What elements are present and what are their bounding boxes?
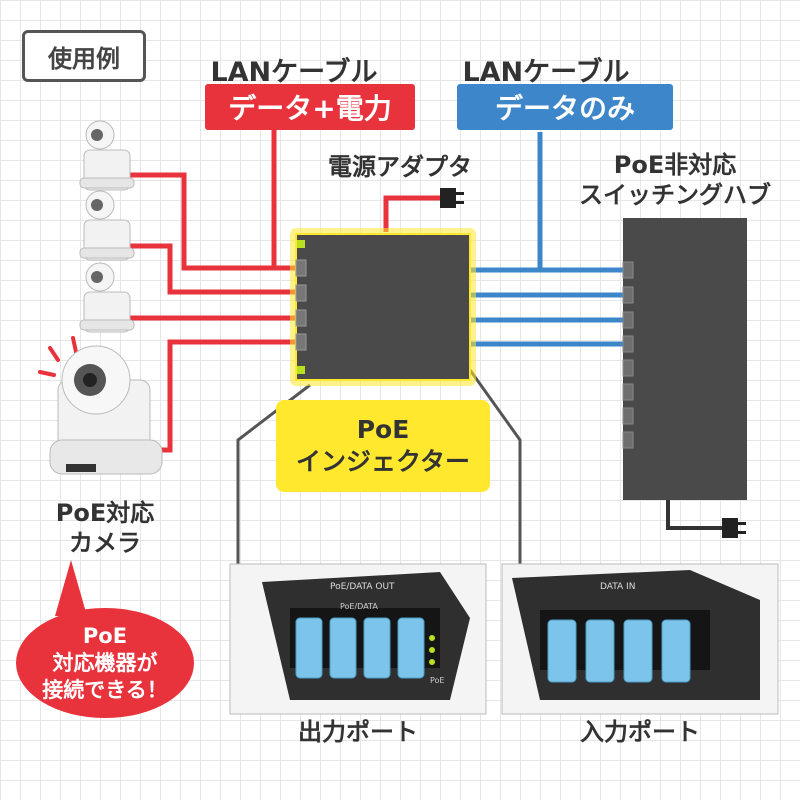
- left-cable-badge: データ+電力: [205, 84, 415, 130]
- hub-power-cord: [666, 500, 722, 530]
- camera-label-line1: PoE対応: [55, 499, 155, 527]
- camera-icon: [38, 336, 163, 475]
- injector-ports: [295, 259, 307, 351]
- bubble-tail: [55, 560, 87, 616]
- example-tag: 使用例: [22, 30, 146, 82]
- switch-label-line2: スイッチングハブ: [579, 181, 771, 209]
- injector-label-line1: PoE: [356, 415, 410, 444]
- input-panel-text: DATA IN: [600, 582, 636, 592]
- camera-icon: [79, 120, 135, 191]
- hub-ports: [622, 261, 634, 449]
- switching-hub: [623, 218, 747, 500]
- output-port-caption: 出力ポート: [298, 718, 418, 746]
- right-cable-badge: データのみ: [457, 84, 673, 130]
- switch-label: PoE非対応 スイッチングハブ: [560, 150, 790, 210]
- left-cable-title: LANケーブル: [210, 57, 378, 88]
- blue-cables: [470, 132, 625, 347]
- injector-leds: [297, 240, 305, 374]
- hub-power-plug-icon: [722, 518, 746, 538]
- output-panel-text-1: PoE/DATA OUT: [330, 582, 395, 592]
- camera-label-line2: カメラ: [69, 529, 141, 557]
- bubble-line1: PoE: [82, 623, 128, 648]
- output-port-photo: [229, 563, 487, 715]
- power-plug-icon: [440, 188, 464, 208]
- bubble-line2: 対応機器が: [52, 650, 158, 675]
- camera-icon: [79, 262, 135, 333]
- right-cable-title: LANケーブル: [462, 57, 630, 88]
- camera-label: PoE対応 カメラ: [20, 498, 190, 558]
- input-port-caption: 入力ポート: [580, 718, 700, 746]
- injector-label-line2: インジェクター: [295, 447, 470, 476]
- injector-label: PoE インジェクター: [276, 400, 490, 492]
- input-port-photo: [501, 563, 779, 715]
- switch-label-line1: PoE非対応: [613, 151, 737, 179]
- bubble-line3: 接続できる！: [42, 677, 168, 702]
- callout-line-input: [468, 369, 522, 565]
- output-panel-text-2: PoE/DATA: [340, 602, 378, 611]
- poe-injector: [295, 233, 471, 381]
- camera-icon: [79, 190, 135, 261]
- callout-bubble: PoE 対応機器が 接続できる！: [16, 608, 194, 718]
- power-adapter-label: 電源アダプタ: [328, 153, 472, 181]
- output-side-text: PoE: [430, 676, 445, 685]
